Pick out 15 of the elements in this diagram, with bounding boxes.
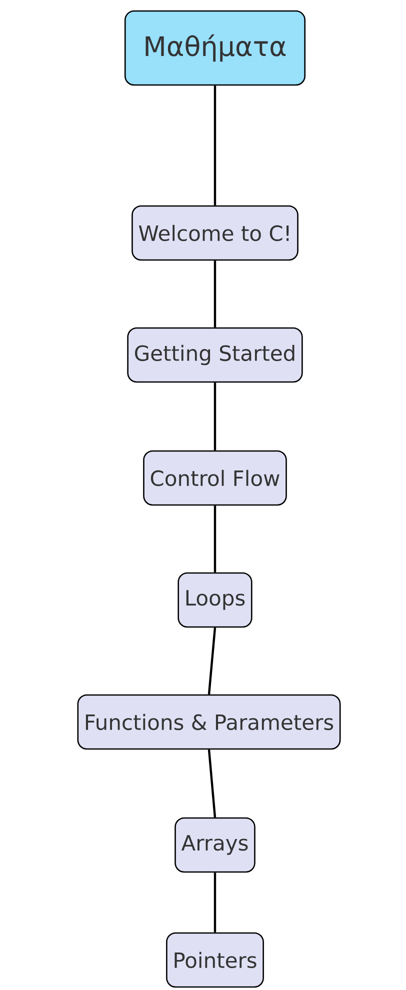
connector-line	[208, 628, 216, 694]
connector-line	[214, 872, 216, 932]
topic-box: Arrays	[174, 817, 256, 873]
topic-box: Loops	[178, 572, 252, 628]
connector-line	[214, 506, 216, 572]
topic-box: Pointers	[166, 932, 264, 988]
connector-line	[214, 382, 216, 450]
connector-line	[214, 86, 216, 206]
connector-line	[208, 750, 216, 818]
title-box: Μαθήματα	[124, 10, 306, 86]
topic-box: Welcome to C!	[132, 205, 298, 261]
connector-line	[214, 260, 216, 328]
topic-box: Getting Started	[127, 327, 303, 383]
topic-box: Control Flow	[143, 450, 287, 506]
topic-box: Functions & Parameters	[77, 694, 341, 750]
